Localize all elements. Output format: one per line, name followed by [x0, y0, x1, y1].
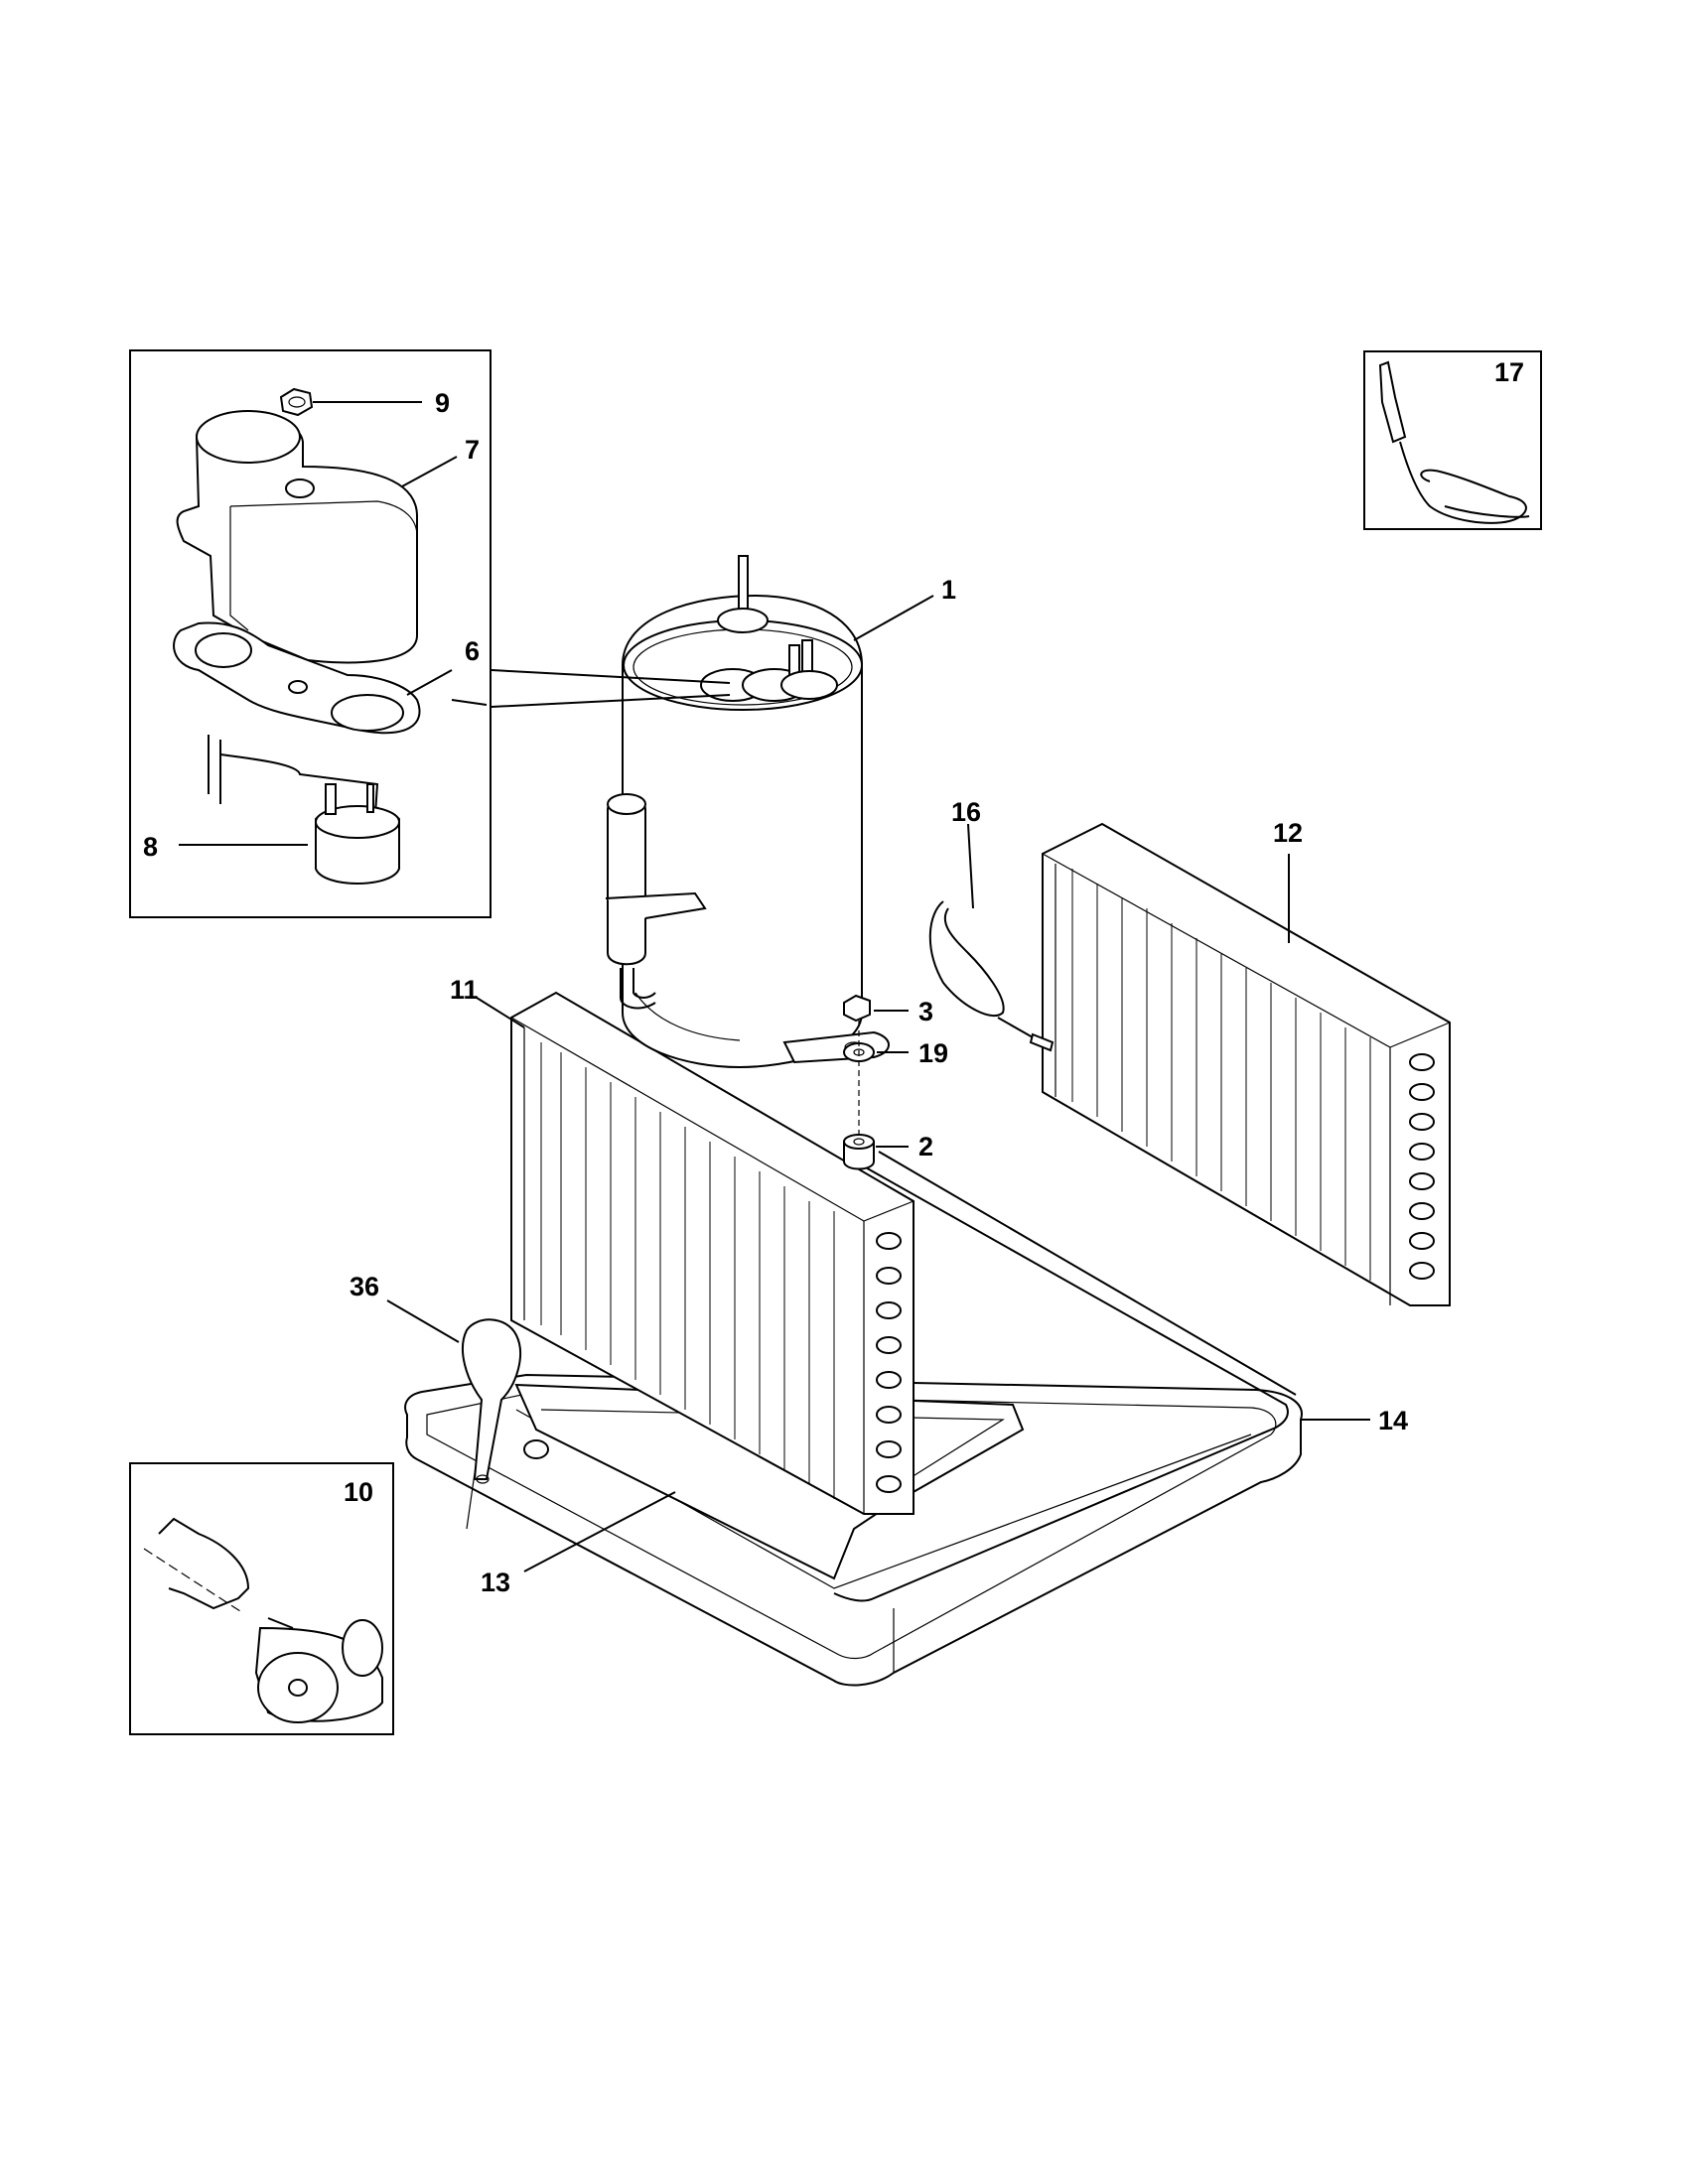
callout-3: 3 [918, 997, 933, 1026]
callout-6: 6 [465, 636, 480, 666]
overload-part-8 [208, 735, 400, 885]
callout-10: 10 [344, 1477, 373, 1507]
callout-11: 11 [450, 975, 479, 1005]
callout-12: 12 [1273, 818, 1303, 848]
condenser-coil-part-11 [510, 991, 914, 1515]
suction-tubing [833, 1151, 1297, 1602]
condenser-return-bends [876, 1232, 902, 1493]
terminal-cover-part-7 [176, 410, 418, 664]
callout-36: 36 [350, 1272, 379, 1301]
leader-lines [179, 401, 1370, 1572]
capacitor-clamp-part-10 [143, 1517, 383, 1723]
nut-part-3 [843, 994, 871, 1023]
inset-capacitor [129, 1462, 394, 1735]
gasket-part-6 [173, 621, 421, 735]
callout-19: 19 [918, 1038, 948, 1068]
callout-9: 9 [435, 388, 450, 418]
accumulator [605, 793, 707, 1010]
callout-1: 1 [941, 575, 956, 605]
condenser-fins [540, 1042, 835, 1499]
callout-17: 17 [1494, 357, 1524, 387]
callout-2: 2 [918, 1132, 933, 1161]
callout-labels: 9 7 6 8 17 1 16 12 3 19 2 11 36 14 10 13 [143, 357, 1524, 1597]
callout-8: 8 [143, 832, 158, 862]
evaporator-coil-part-12 [1042, 822, 1451, 1306]
compressor-part-1 [622, 555, 890, 1069]
evaporator-fins [1071, 869, 1371, 1281]
inset-terminal-cover [129, 349, 492, 918]
evaporator-return-bends [1409, 1053, 1435, 1280]
grommet-part-2 [843, 1134, 875, 1170]
hose-clip-part-36 [462, 1318, 521, 1484]
inset-sensor [1363, 350, 1542, 530]
washer-part-19 [843, 1021, 875, 1142]
thermistor-part-16 [928, 900, 1055, 1052]
callout-7: 7 [465, 435, 480, 465]
callout-13: 13 [481, 1568, 510, 1597]
nut-part-9 [279, 387, 314, 417]
callout-16: 16 [951, 797, 981, 827]
sensor-part-17 [1378, 360, 1530, 524]
callout-14: 14 [1378, 1406, 1408, 1435]
